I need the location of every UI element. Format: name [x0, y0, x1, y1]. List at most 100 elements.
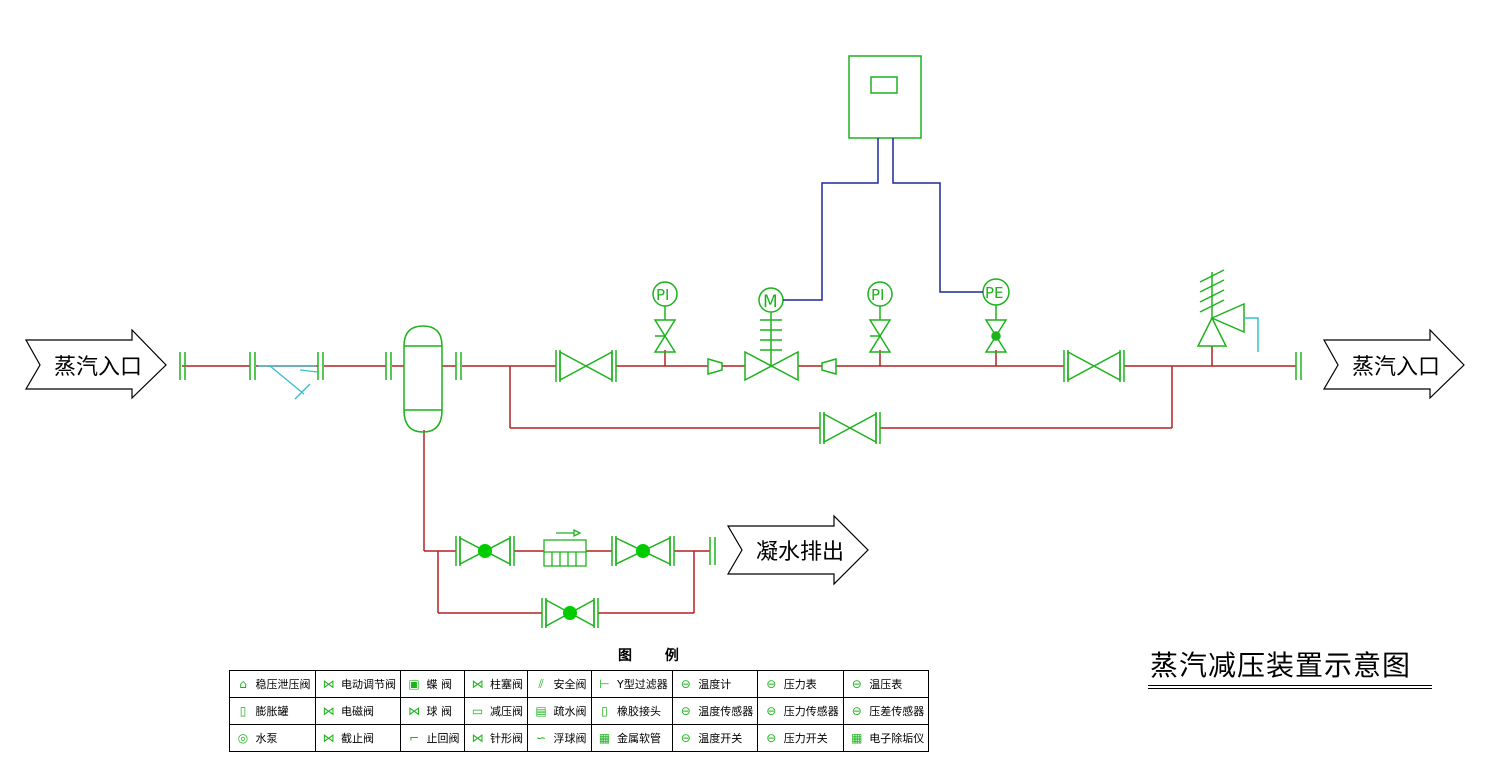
legend-cell: ▦ 电子除垢仪: [842, 724, 930, 752]
legend-label: 柱塞阀: [490, 678, 523, 691]
legend-row: ⌂ 稳压泄压阀⋈ 电动调节阀▣ 蝶 阀⋈ 柱塞阀⫽ 安全阀⊢ Y型过滤器⊖ 温度…: [229, 670, 930, 698]
reducers: [707, 358, 837, 375]
legend-row: ▯ 膨胀罐⋈ 电磁阀⋈ 球 阀▭ 减压阀▤ 疏水阀▯ 橡胶接头⊖ 温度传感器⊖ …: [229, 697, 930, 725]
check-valve-icon: ⌐: [408, 731, 420, 745]
legend-label: 浮球阀: [553, 732, 587, 745]
legend-cell: ⌂ 稳压泄压阀: [229, 670, 316, 698]
legend-label: 橡胶接头: [617, 705, 661, 718]
pi-left-label: PI: [656, 286, 669, 304]
legend-label: 安全阀: [553, 678, 587, 691]
temperature-sensor-icon: ⊖: [680, 704, 691, 718]
legend-cell: ⋈ 针形阀: [463, 724, 528, 752]
legend-label: 压力表: [783, 678, 817, 691]
drain-valve-1: [455, 536, 515, 566]
butterfly-valve-icon: ▣: [408, 677, 420, 691]
steam-trap: [543, 528, 587, 567]
legend-cell: ⊖ 温压表: [842, 670, 930, 698]
title-underline-1: [1148, 685, 1432, 686]
legend-cell: ⊖ 压差传感器: [842, 697, 930, 725]
legend-label: 减压阀: [490, 705, 523, 718]
expansion-tank-icon: ▯: [239, 704, 247, 718]
drain-label: 凝水排出: [756, 540, 844, 565]
legend-cell: ⋈ 柱塞阀: [463, 670, 528, 698]
pressure-sensor-icon: ⊖: [766, 704, 777, 718]
legend-cell: ▭ 减压阀: [463, 697, 528, 725]
legend-label: 温压表: [869, 678, 903, 691]
legend-label: 膨胀罐: [255, 705, 289, 718]
rubber-joint-icon: ▯: [601, 704, 608, 718]
pe-label: PE: [985, 284, 1004, 302]
gate-valve-2: [1063, 350, 1125, 382]
legend-cell: ∽ 浮球阀: [527, 724, 592, 752]
legend-cell: ▯ 橡胶接头: [590, 697, 673, 725]
pressure-switch-icon: ⊖: [766, 731, 777, 745]
legend-label: 稳压泄压阀: [255, 678, 311, 691]
legend-cell: ⊖ 温度计: [671, 670, 759, 698]
legend-cell: ⋈ 截止阀: [314, 724, 401, 752]
water-pump-icon: ◎: [237, 731, 249, 745]
signal-lines: [783, 138, 983, 301]
main-pipe: [182, 346, 1296, 614]
float-valve-icon: ∽: [535, 731, 547, 745]
inlet-arrow: 蒸汽入口: [24, 328, 167, 400]
pressure-reducing-valve-icon: ▭: [471, 704, 484, 718]
legend-label: 疏水阀: [553, 705, 587, 718]
bypass-valve: [819, 412, 881, 444]
legend-cell: ⋈ 电磁阀: [314, 697, 401, 725]
legend-cell: ▣ 蝶 阀: [400, 670, 465, 698]
electronic-descaler-icon: ▦: [851, 731, 863, 745]
legend-cell: ⊖ 压力表: [757, 670, 844, 698]
pressure-gauge-icon: ⊖: [766, 677, 777, 691]
legend-label: Y型过滤器: [617, 678, 668, 691]
temperature-switch-icon: ⊖: [680, 731, 691, 745]
legend-label: 温度开关: [698, 732, 743, 745]
legend-cell: ⊖ 温度传感器: [671, 697, 759, 725]
safety-valve: [1196, 269, 1259, 352]
legend-label: 截止阀: [341, 732, 374, 745]
solenoid-valve-icon: ⋈: [322, 704, 335, 718]
legend-table: ⌂ 稳压泄压阀⋈ 电动调节阀▣ 蝶 阀⋈ 柱塞阀⫽ 安全阀⊢ Y型过滤器⊖ 温度…: [229, 670, 930, 752]
diagram-title: 蒸汽减压装置示意图: [1150, 649, 1412, 682]
legend-label: 电动调节阀: [341, 678, 396, 691]
legend-label: 金属软管: [617, 732, 661, 745]
legend-row: ◎ 水泵⋈ 截止阀⌐ 止回阀⋈ 针形阀∽ 浮球阀▦ 金属软管⊖ 温度开关⊖ 压力…: [229, 724, 930, 752]
pressure-gauge-left: PI: [652, 281, 678, 353]
legend-cell: ⫽ 安全阀: [527, 670, 592, 698]
differential-pressure-sensor-icon: ⊖: [851, 704, 862, 718]
inlet-label: 蒸汽入口: [54, 355, 142, 380]
legend-title: 图 例: [618, 648, 693, 664]
title-underline-2: [1148, 688, 1432, 689]
legend-label: 电子除垢仪: [869, 732, 925, 745]
legend-cell: ▦ 金属软管: [590, 724, 673, 752]
legend-label: 蝶 阀: [426, 678, 453, 691]
legend-cell: ⋈ 电动调节阀: [314, 670, 401, 698]
legend-label: 针形阀: [490, 732, 523, 745]
legend-label: 温度传感器: [698, 705, 754, 718]
legend-label: 温度计: [698, 678, 732, 691]
compound-gauge-icon: ⊖: [851, 677, 862, 691]
legend-cell: ▤ 疏水阀: [527, 697, 592, 725]
y-strainer-icon: ⊢: [599, 677, 610, 691]
legend-cell: ⊖ 压力传感器: [757, 697, 844, 725]
flanges: [179, 352, 1302, 565]
drain-valve-2: [611, 536, 675, 566]
legend-cell: ⌐ 止回阀: [400, 724, 465, 752]
drain-bypass-valve: [541, 598, 599, 628]
pressure-gauge-right: PI: [867, 281, 893, 353]
globe-valve-icon: ⋈: [322, 731, 335, 745]
steam-trap-icon: ▤: [535, 704, 547, 718]
gate-valve-1: [555, 350, 617, 382]
plunger-valve-icon: ⋈: [471, 677, 484, 691]
steam-separator: [403, 325, 443, 433]
legend-cell: ⋈ 球 阀: [400, 697, 465, 725]
legend-label: 压差传感器: [869, 705, 925, 718]
legend-cell: ⊢ Y型过滤器: [590, 670, 673, 698]
legend-cell: ⊖ 压力开关: [757, 724, 844, 752]
metal-hose-icon: ▦: [598, 731, 611, 745]
pressure-stabilizing-valve-icon: ⌂: [239, 677, 247, 691]
thermometer-icon: ⊖: [680, 677, 691, 691]
legend-label: 压力传感器: [783, 705, 839, 718]
needle-valve-icon: ⋈: [471, 731, 484, 745]
legend-label: 球 阀: [426, 705, 453, 718]
